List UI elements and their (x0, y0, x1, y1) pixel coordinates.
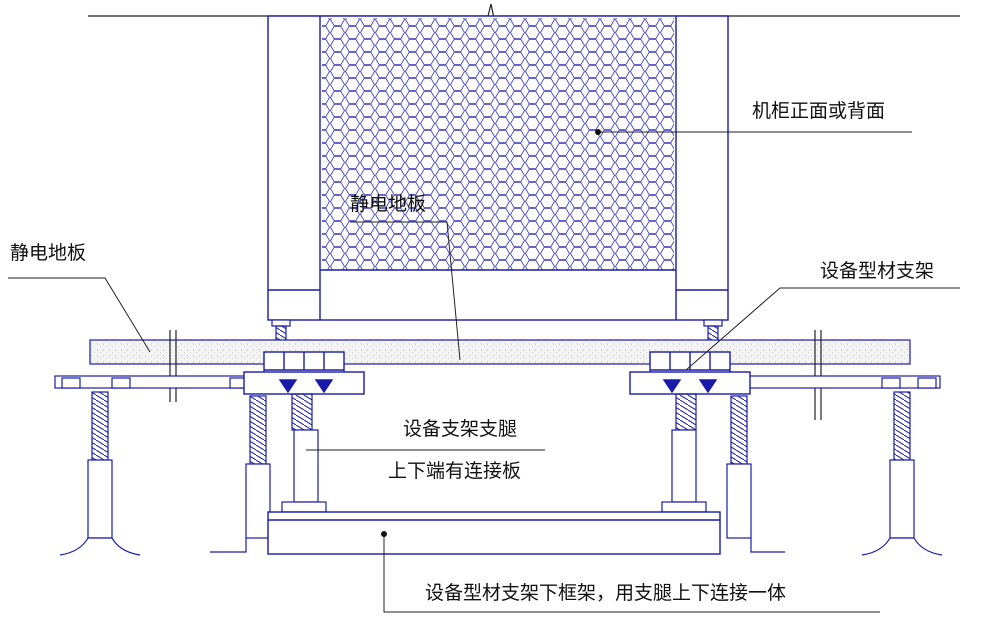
label-support-leg: 设备支架支腿 (403, 418, 518, 440)
leader-lines (8, 131, 960, 613)
label-floor-left: 静电地板 (10, 242, 87, 264)
label-cabinet-face: 机柜正面或背面 (752, 100, 886, 122)
cabinet-mesh-panel (322, 18, 674, 270)
label-bottom-frame: 设备型材支架下框架，用支腿上下连接一体 (425, 582, 787, 604)
label-connecting-plate: 上下端有连接板 (388, 460, 522, 482)
label-profile-bracket: 设备型材支架 (820, 260, 935, 282)
label-floor-center: 静电地板 (350, 193, 427, 215)
support-legs (281, 393, 707, 513)
floor-pedestals (59, 391, 943, 556)
cabinet (267, 15, 729, 321)
profile-bracket-right (629, 351, 751, 395)
floor-stringers (54, 375, 941, 389)
profile-bracket-left (243, 351, 365, 395)
bottom-frame (267, 511, 721, 555)
leader-dots (381, 129, 601, 537)
raised-floor-slab (89, 330, 911, 420)
